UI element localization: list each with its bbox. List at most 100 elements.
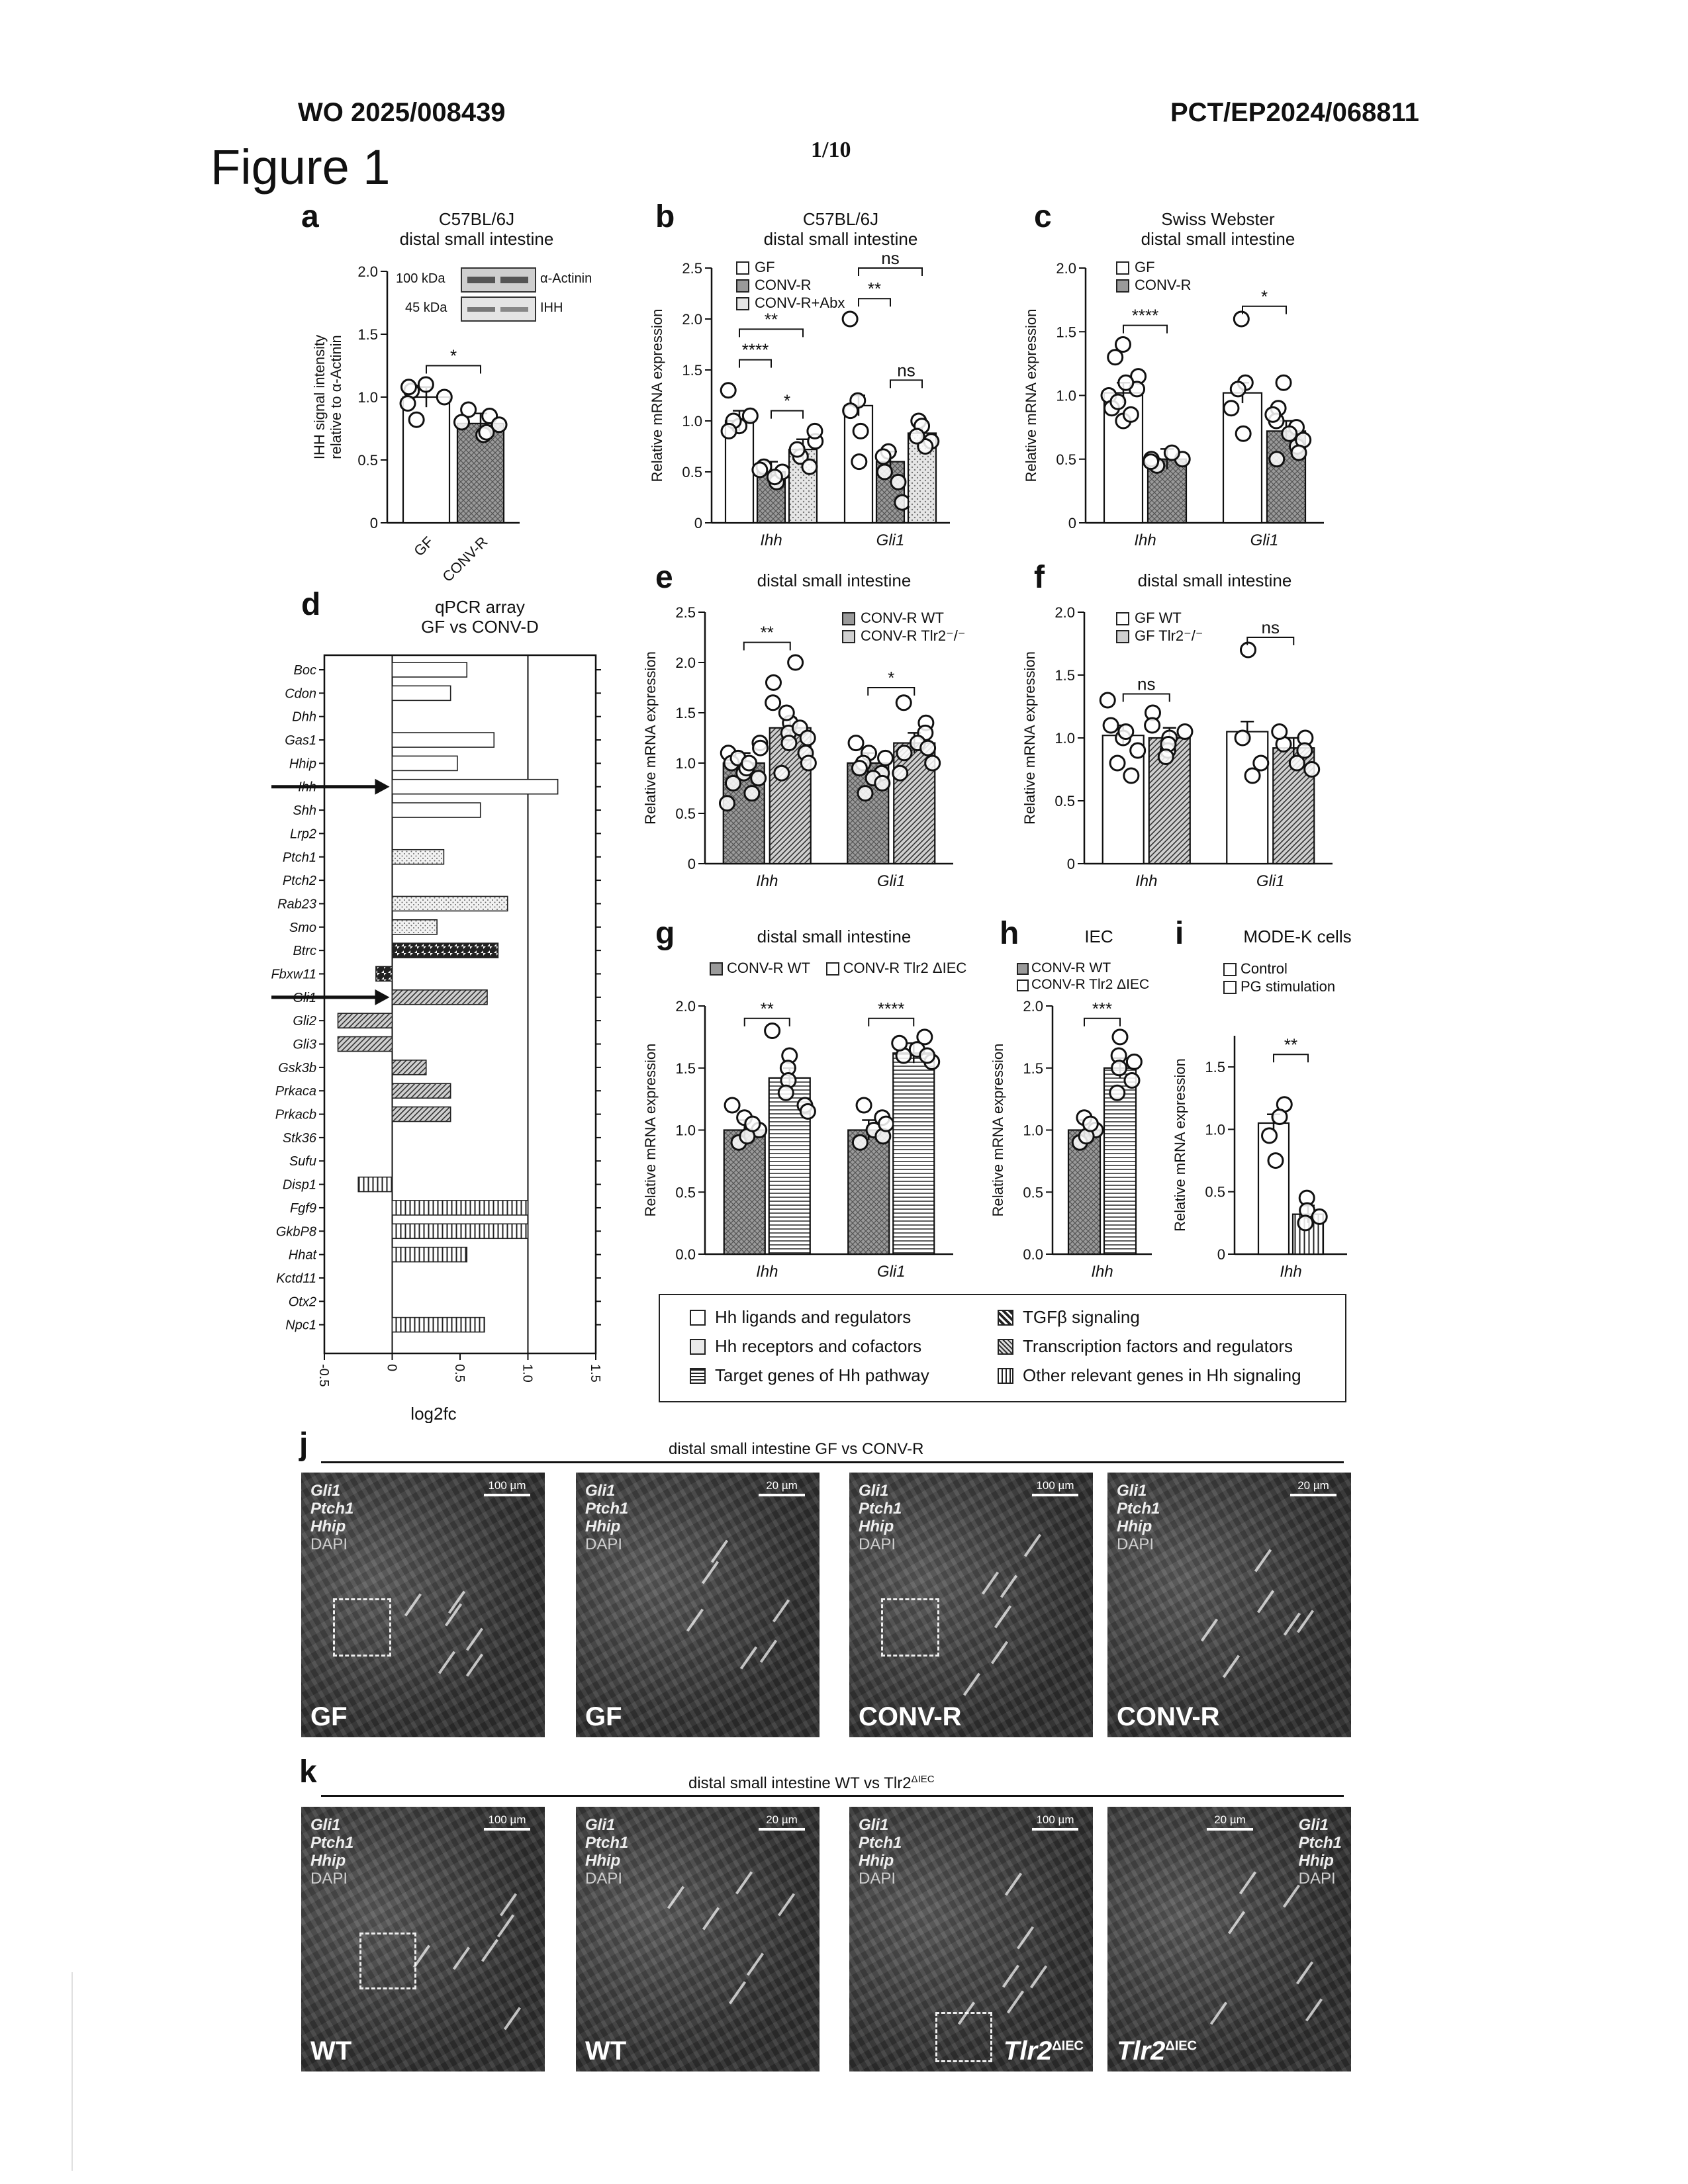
- x-tick-label: Gli1: [877, 872, 906, 890]
- gene-label: Npc1: [285, 1318, 316, 1333]
- data-point: [790, 442, 804, 457]
- data-point: [895, 495, 910, 510]
- data-point: [1164, 445, 1179, 460]
- panel-j-rule: [321, 1461, 1344, 1463]
- legend-wt: CONV-R WT: [727, 960, 810, 976]
- significance-bracket: [771, 411, 803, 419]
- data-point: [745, 1116, 760, 1131]
- y-tick-label: 0.5: [1023, 1184, 1043, 1201]
- gene-bar: [393, 756, 457, 770]
- stain-labels: Gli1Ptch1HhipDAPI: [310, 1482, 353, 1553]
- y-axis-label: Relative mRNA expression: [990, 1044, 1006, 1217]
- zoom-region-box: [359, 1933, 416, 1989]
- gene-label: Dhh: [292, 710, 316, 725]
- legend-gf-wt: GF WT: [1135, 610, 1182, 626]
- data-point: [1272, 1110, 1287, 1124]
- category-legend: Hh ligands and regulators Hh receptors a…: [659, 1294, 1346, 1402]
- y-tick-label: 0: [370, 515, 378, 531]
- bar: [848, 1130, 889, 1255]
- data-point: [1231, 382, 1245, 396]
- y-tick-label: 0.0: [675, 1246, 696, 1263]
- legend-control: Control: [1241, 960, 1288, 977]
- data-point: [766, 696, 780, 710]
- bar: [893, 1053, 934, 1254]
- significance-label: ns: [1262, 617, 1280, 637]
- y-tick-label: 1.5: [675, 705, 696, 721]
- y-tick-label: 1.0: [1056, 388, 1076, 404]
- significance-bracket: [739, 360, 771, 368]
- legend-wt: CONV-R WT: [861, 610, 944, 626]
- micrograph-j-1: Gli1Ptch1HhipDAPI100 µmGF: [301, 1473, 545, 1737]
- x-tick-label: Ihh: [760, 531, 782, 549]
- y-axis-label: Relative mRNA expression: [1023, 309, 1039, 482]
- data-point: [743, 408, 757, 423]
- y-tick-label: 1.5: [1023, 1060, 1043, 1077]
- condition-label: CONV-R: [1117, 1702, 1220, 1732]
- gene-label: Btrc: [293, 944, 316, 958]
- cat-legend-1: Hh ligands and regulators: [690, 1307, 911, 1328]
- significance-bracket: [744, 643, 790, 651]
- panel-k-title: distal small intestine WT vs Tlr2ΔIEC: [688, 1774, 935, 1793]
- significance-label: ***: [1092, 999, 1112, 1019]
- significance-label: *: [1261, 287, 1268, 306]
- condition-label: WT: [310, 2036, 352, 2066]
- bar: [724, 1130, 765, 1255]
- bar: [1227, 732, 1268, 864]
- gene-label: GkbP8: [276, 1224, 316, 1239]
- gene-label: Smo: [289, 921, 316, 935]
- gene-bar: [376, 966, 393, 981]
- gene-bar: [393, 896, 508, 911]
- x-tick-label: Ihh: [1091, 1263, 1113, 1281]
- panel-h-legend: CONV-R WT CONV-R Tlr2 ΔIEC: [1017, 960, 1149, 993]
- data-point: [1127, 1054, 1141, 1069]
- data-point: [1289, 756, 1304, 770]
- scale-bar: 100 µm: [484, 1479, 530, 1496]
- data-point: [849, 736, 863, 751]
- significance-label: **: [765, 309, 778, 329]
- data-point: [877, 465, 892, 479]
- gene-label: Rab23: [277, 897, 316, 911]
- data-point: [742, 756, 757, 770]
- data-point: [767, 470, 782, 484]
- significance-label: ns: [897, 360, 915, 380]
- gene-label: Gli3: [293, 1038, 316, 1052]
- panel-j-title: distal small intestine GF vs CONV-R: [669, 1440, 923, 1459]
- gene-label: Cdon: [285, 686, 316, 701]
- zoom-region-box: [333, 1598, 391, 1657]
- data-point: [801, 756, 816, 770]
- y-tick-label: 0: [1068, 515, 1076, 531]
- data-point: [853, 1135, 867, 1150]
- data-point: [788, 655, 803, 670]
- data-point: [765, 1024, 780, 1038]
- data-point: [722, 424, 736, 438]
- y-axis-label: Relative mRNA expression: [1021, 651, 1038, 825]
- y-tick-label: 2.0: [675, 998, 696, 1015]
- significance-label: **: [761, 999, 774, 1019]
- legend-gf-tlr2-ko: GF Tlr2⁻/⁻: [1135, 627, 1203, 644]
- gene-bar: [393, 780, 558, 794]
- significance-label: *: [784, 391, 790, 411]
- y-tick-label: 2.0: [1023, 998, 1043, 1015]
- micrograph-k-4: Gli1Ptch1HhipDAPI20 µmTlr2ΔIEC: [1107, 1807, 1351, 2071]
- data-point: [1110, 756, 1125, 770]
- stain-labels: Gli1Ptch1HhipDAPI: [1117, 1482, 1160, 1553]
- stain-labels: Gli1Ptch1HhipDAPI: [1299, 1816, 1342, 1888]
- gene-label: Boc: [294, 663, 316, 678]
- significance-label: **: [761, 623, 774, 643]
- data-point: [1125, 1073, 1139, 1088]
- data-point: [802, 459, 817, 474]
- y-tick-label: 0.5: [1056, 451, 1076, 468]
- significance-bracket: [1243, 306, 1286, 314]
- legend-gf: GF: [1135, 259, 1155, 275]
- scan-margin-line: [71, 1972, 73, 2171]
- scale-bar: 20 µm: [759, 1813, 805, 1831]
- y-tick-label: 0.5: [1205, 1184, 1225, 1201]
- data-point: [1111, 394, 1125, 409]
- data-point: [454, 415, 469, 430]
- x-tick-label: 0.5: [452, 1364, 467, 1383]
- y-axis-label: IHH signal intensity: [311, 335, 328, 459]
- gene-label: Lrp2: [290, 827, 316, 841]
- gene-bar: [393, 1060, 426, 1075]
- gene-label: Ptch1: [283, 850, 316, 865]
- data-point: [1272, 725, 1287, 739]
